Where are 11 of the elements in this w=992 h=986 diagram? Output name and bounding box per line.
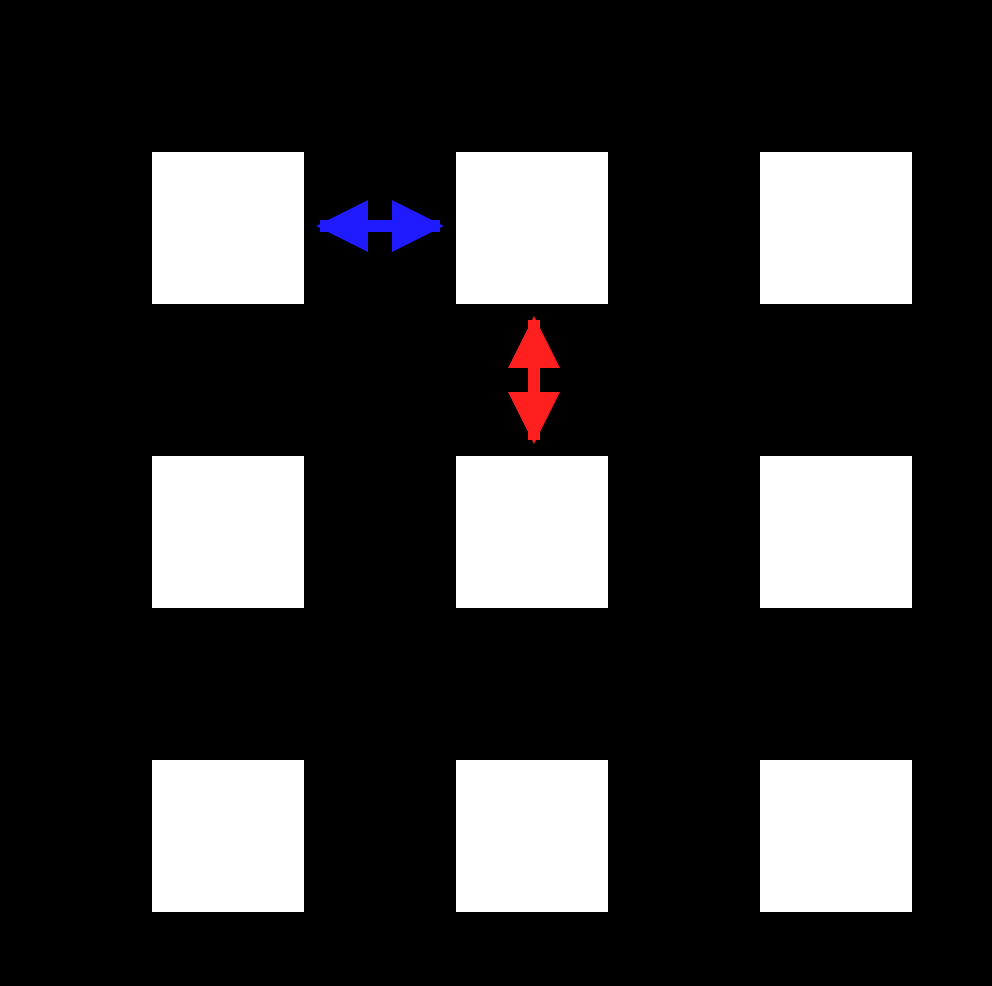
square-block [456, 456, 608, 608]
square-block [152, 152, 304, 304]
square-block [456, 152, 608, 304]
double-arrow [316, 200, 444, 252]
square-block [456, 760, 608, 912]
square-block [760, 760, 912, 912]
double-arrow [508, 316, 560, 444]
square-block [152, 456, 304, 608]
square-block [152, 760, 304, 912]
square-block [760, 456, 912, 608]
square-block [760, 152, 912, 304]
